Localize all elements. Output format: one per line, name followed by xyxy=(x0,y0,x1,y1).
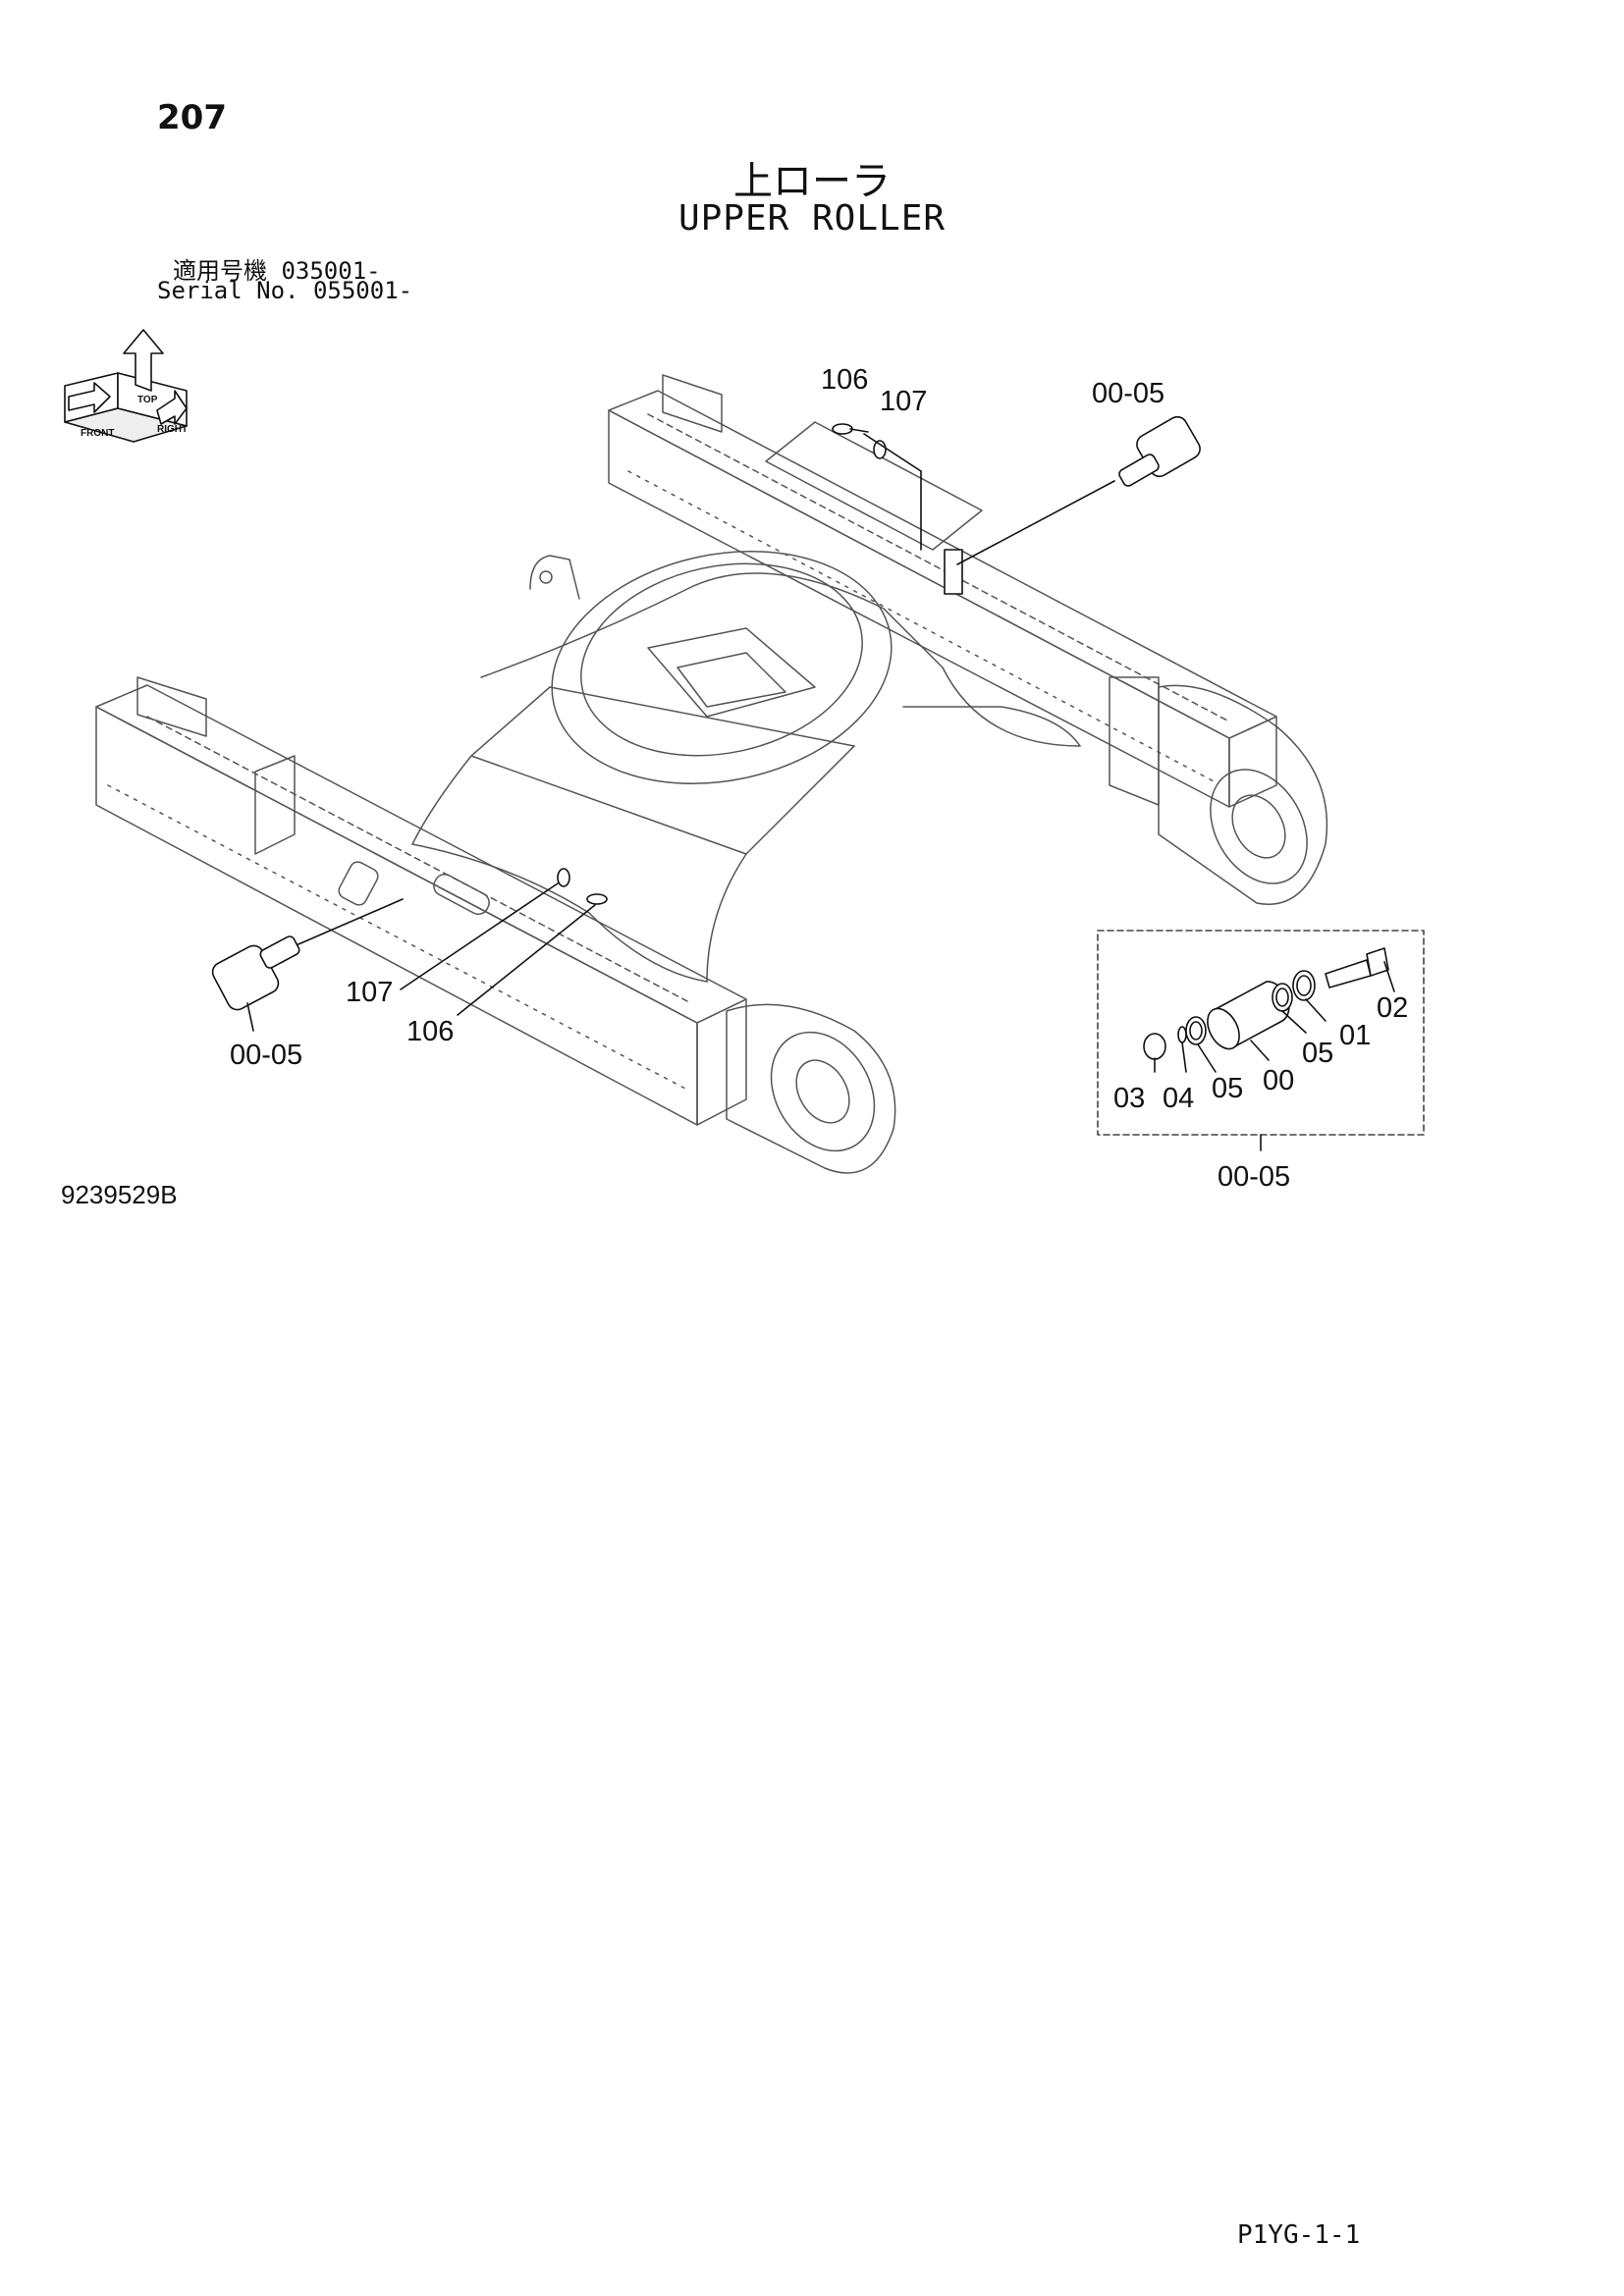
part-05-seal-left xyxy=(1185,1016,1207,1045)
serial-value-japanese: 035001- xyxy=(281,257,381,285)
page-number: 207 xyxy=(157,98,227,137)
track-frame xyxy=(95,374,1328,1174)
serial-row-english: Serial No. 055001- xyxy=(157,277,412,304)
orientation-right-label: RIGHT xyxy=(157,424,188,435)
callout-bolt-lower: 106 xyxy=(406,1016,454,1047)
serial-label-japanese: 適用号機 xyxy=(173,257,267,285)
callout-bolt-upper: 106 xyxy=(821,364,868,396)
detail-assembly-label: 00-05 xyxy=(1218,1161,1290,1193)
part-02-shaft xyxy=(1325,947,1389,988)
callout-roller-lower: 00-05 xyxy=(230,1040,302,1071)
serial-value-english: 055001- xyxy=(312,277,413,304)
detail-label-05-right: 05 xyxy=(1302,1038,1333,1069)
roller-00-05-lower xyxy=(211,935,300,1011)
detail-label-05-left: 05 xyxy=(1212,1073,1243,1104)
roller-00-05-upper xyxy=(1118,415,1201,487)
detail-box: 03 04 05 00 05 01 02 00-05 xyxy=(1097,930,1425,1193)
part-03-cap xyxy=(1143,1033,1166,1060)
drawing-number: 9239529B xyxy=(61,1180,178,1209)
detail-label-02: 02 xyxy=(1377,992,1408,1024)
serial-row-japanese: 適用号機 035001- xyxy=(173,251,381,286)
detail-label-01: 01 xyxy=(1339,1020,1371,1051)
page-code: P1YG-1-1 xyxy=(1237,2220,1361,2250)
bolt-106-lower xyxy=(586,893,608,905)
callouts-upper: 106 107 00-05 xyxy=(821,364,1201,595)
detail-label-03: 03 xyxy=(1113,1083,1145,1114)
callout-washer-lower: 107 xyxy=(346,977,393,1008)
callout-roller-upper: 00-05 xyxy=(1092,378,1164,409)
serial-label-english: Serial No. xyxy=(157,277,299,304)
detail-label-00: 00 xyxy=(1263,1065,1294,1096)
title-japanese: 上ローラ xyxy=(733,159,891,204)
orientation-front-label: FRONT xyxy=(81,428,114,439)
callout-washer-upper: 107 xyxy=(880,386,927,417)
callouts-lower: 107 106 00-05 xyxy=(211,868,608,1071)
orientation-icon: FRONT TOP RIGHT xyxy=(64,329,188,443)
title-english: UPPER ROLLER xyxy=(677,198,947,239)
part-04-ring xyxy=(1177,1026,1187,1043)
detail-label-04: 04 xyxy=(1163,1083,1194,1114)
orientation-top-label: TOP xyxy=(137,395,158,405)
washer-107-lower xyxy=(557,868,570,887)
bolt-106-upper xyxy=(832,423,853,435)
part-00-roller xyxy=(1207,981,1290,1050)
